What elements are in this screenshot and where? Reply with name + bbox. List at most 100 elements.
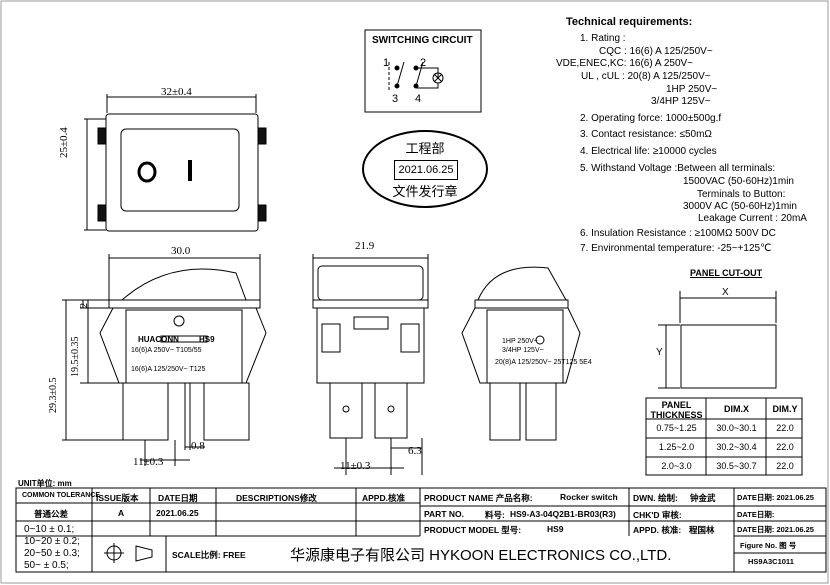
- panel-x-label: X: [722, 287, 729, 298]
- front-view: [62, 254, 267, 466]
- stamp-date: 2021.06.25: [394, 160, 458, 180]
- right-line1: 1HP 250V~: [502, 338, 538, 345]
- appd-value: 程国林: [689, 525, 715, 535]
- td-r1c1: 0.75~1.25: [656, 423, 697, 433]
- unit-label: UNIT单位: mm: [18, 479, 72, 488]
- date-1: DATE日期: 2021.06.25: [737, 493, 814, 502]
- tech-title: Technical requirements:: [566, 16, 693, 28]
- stamp-line2: 文件发行章: [392, 184, 458, 199]
- product-model: HS9: [547, 524, 564, 534]
- date-header: DATE日期: [158, 493, 198, 503]
- stamp-line1: 工程部: [405, 141, 445, 156]
- th-thickness: PANEL THICKNESS: [650, 400, 703, 420]
- panel-cutout-drawing: [658, 291, 777, 389]
- part-no: HS9-A3-04Q2B1-BR03(R3): [510, 509, 616, 519]
- tech-r1b: VDE,ENEC,KC: 16(6) A 250V~: [556, 58, 694, 69]
- td-r1c3: 22.0: [776, 423, 794, 433]
- tol-3: 20~50 ± 0.3;: [24, 548, 80, 559]
- title-block: [15, 487, 827, 573]
- th-dimx: DIM.X: [723, 404, 749, 414]
- tech-r1c: UL , cUL : 20(8) A 125/250V~: [581, 71, 711, 82]
- td-r3c1: 2.0~3.0: [661, 461, 692, 471]
- tech-r5b: Terminals to Button:: [697, 189, 786, 200]
- tol-1: 0~10 ± 0.1;: [24, 524, 75, 535]
- figure-label: Figure No. 图 号: [740, 541, 797, 550]
- tech-r1e: 3/4HP 125V~: [651, 96, 711, 107]
- tech-r1d: 1HP 250V~: [666, 84, 718, 95]
- product-model-label: PRODUCT MODEL 型号:: [424, 525, 522, 535]
- th-dimy: DIM.Y: [772, 404, 798, 414]
- terminal-1: 1: [383, 57, 390, 69]
- dwn-label: DWN. 绘制:: [633, 493, 678, 503]
- tech-r4: 4. Electrical life: ≥10000 cycles: [580, 146, 717, 157]
- td-r2c2: 30.2~30.4: [716, 442, 757, 452]
- td-r1c2: 30.0~30.1: [716, 423, 757, 433]
- tech-r5d: Leakage Current : 20mA: [698, 213, 807, 224]
- date-3: DATE日期: 2021.06.25: [737, 525, 814, 534]
- panel-table: [645, 397, 803, 476]
- dim-h-b: 19.5±0.35: [70, 336, 81, 378]
- dim-width-front: 30.0: [171, 245, 191, 257]
- td-r2c3: 22.0: [776, 442, 794, 452]
- switch-rating1: 16(6)A 250V~ T105/55: [131, 347, 202, 354]
- panel-cutout-title: PANEL CUT-OUT: [690, 268, 763, 278]
- switch-brand: HUACONN: [138, 335, 179, 344]
- dim-height-top: 25±0.4: [58, 127, 70, 158]
- dim-pin-a: 0.8: [191, 440, 205, 452]
- dim-pin-c: 11±0.3: [340, 460, 371, 472]
- tol-4: 50~ ± 0.5;: [24, 560, 69, 571]
- terminal-3: 3: [392, 93, 399, 105]
- tech-r5a: 1500VAC (50-60Hz)1min: [683, 176, 794, 187]
- dim-pin-d: 6.3: [408, 445, 422, 457]
- dim-width-top: 32±0.4: [161, 86, 192, 98]
- company-name: 华源康电子有限公司 HYKOON ELECTRONICS CO.,LTD.: [290, 547, 672, 564]
- tol-2: 10~20 ± 0.2;: [24, 536, 80, 547]
- switch-rating2: 16(6)A 125/250V~ T125: [131, 366, 206, 373]
- chkd-label: CHK'D 审核:: [633, 510, 682, 520]
- switching-circuit-box: [364, 29, 482, 113]
- date-value: 2021.06.25: [156, 508, 199, 518]
- dim-h-c: 29.3±0.5: [48, 377, 59, 414]
- td-r2c1: 1.25~2.0: [658, 442, 695, 452]
- scale-label: SCALE比例: FREE: [172, 550, 246, 560]
- terminal-2: 2: [420, 57, 427, 69]
- part-no-label: PART NO.: [424, 509, 464, 519]
- appd-label: APPD. 核准:: [633, 525, 682, 535]
- figure-no: HS9A3C1011: [748, 557, 794, 566]
- tech-r3: 3. Contact resistance: ≤50mΩ: [580, 129, 712, 140]
- top-view: [84, 94, 267, 232]
- panel-y-label: Y: [656, 347, 663, 358]
- dim-width-side: 21.9: [355, 240, 375, 252]
- tech-r1: 1. Rating :: [580, 33, 626, 44]
- right-line2: 3/4HP 125V~: [502, 347, 544, 354]
- desc-header: DESCRIPTIONS修改: [236, 493, 317, 503]
- side-view: [312, 254, 429, 475]
- tech-r2: 2. Operating force: 1000±500g.f: [580, 113, 722, 124]
- right-line3: 20(8)A 125/250V~ 25T125 5E4: [495, 359, 592, 366]
- appd-header: APPD.核准: [362, 493, 405, 503]
- tech-r5c: 3000V AC (50-60Hz)1min: [683, 201, 797, 212]
- date-2: DATE日期:: [737, 510, 775, 519]
- general-tolerance: 普通公差: [34, 509, 69, 519]
- issue-value: A: [118, 508, 125, 518]
- td-r3c2: 30.5~30.7: [716, 461, 757, 471]
- tech-r1a: CQC : 16(6) A 125/250V~: [599, 46, 713, 57]
- common-tolerance: COMMON TOLERANCE: [22, 492, 101, 499]
- tech-r7: 7. Environmental temperature: -25~+125℃: [580, 243, 772, 254]
- dim-h-a: 2: [79, 303, 90, 308]
- right-view: [461, 266, 581, 441]
- product-name: Rocker switch: [560, 492, 618, 502]
- tech-r6: 6. Insulation Resistance : ≥100MΩ 500V D…: [580, 228, 776, 239]
- engineering-stamp: [362, 130, 488, 208]
- switching-circuit-title: SWITCHING CIRCUIT: [372, 35, 473, 46]
- tech-r5: 5. Withstand Voltage :Between all termin…: [580, 163, 776, 174]
- switch-model: HS9: [199, 335, 215, 344]
- terminal-4: 4: [415, 93, 422, 105]
- td-r3c3: 22.0: [776, 461, 794, 471]
- issue-header: ISSUE版本: [96, 493, 139, 503]
- product-name-label: PRODUCT NAME 产品名称:: [424, 493, 533, 503]
- dim-pin-b: 11±0.3: [133, 456, 164, 468]
- dwn-value: 钟金武: [690, 493, 716, 503]
